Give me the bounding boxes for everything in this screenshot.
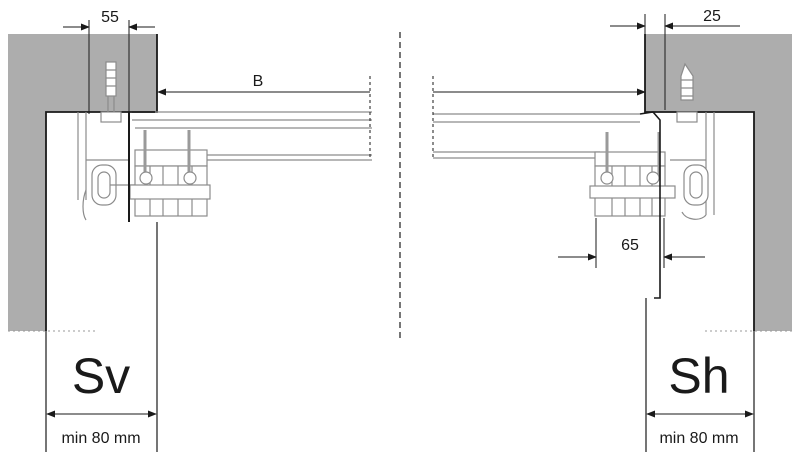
dimension-55: 55 [63,9,155,114]
dimension-25-label: 25 [703,8,721,25]
right-wall-anchor-icon [676,62,698,123]
dimension-65: 65 [558,218,705,268]
left-mounting-hardware [77,61,372,222]
dimension-b: B [157,73,646,160]
left-side-label: Sv [72,348,130,404]
dimension-25: 25 [610,8,740,110]
right-min-label: min 80 mm [659,430,738,447]
right-mounting-hardware [433,62,715,299]
right-clearance-dimension: Sh min 80 mm [645,298,755,452]
dimension-55-label: 55 [101,9,119,26]
right-wall [644,34,792,332]
dimension-b-label: B [253,73,264,90]
left-wall-anchor-icon [100,61,122,123]
left-min-label: min 80 mm [61,430,140,447]
dimension-65-label: 65 [621,237,639,254]
right-side-label: Sh [668,348,729,404]
left-clearance-dimension: Sv min 80 mm [45,222,158,452]
